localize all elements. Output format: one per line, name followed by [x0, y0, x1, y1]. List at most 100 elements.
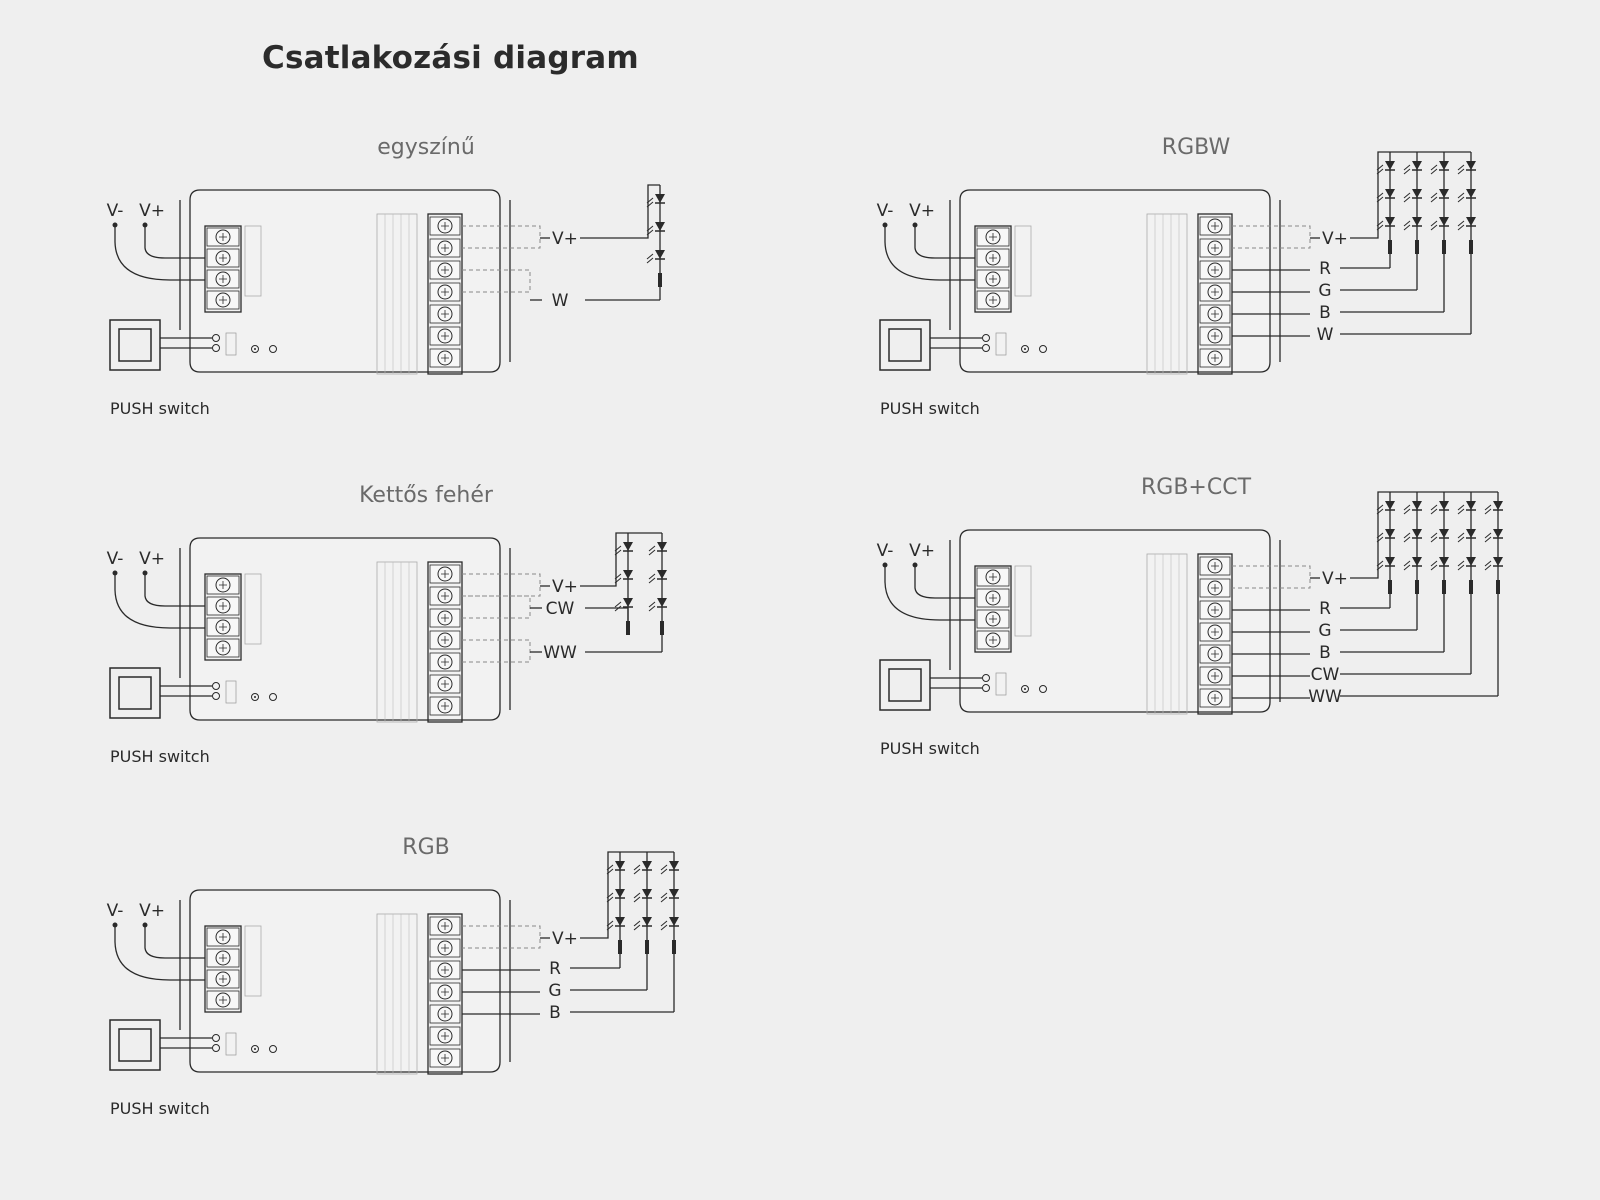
- diagram-title: RGB: [402, 835, 449, 860]
- output-label-strip: [1146, 213, 1188, 375]
- input-plus-label: V+: [909, 541, 935, 561]
- output-channel-ww: WW: [1232, 592, 1499, 707]
- push-switch: [109, 1019, 277, 1071]
- output-vplus-label: V+: [1322, 229, 1348, 249]
- output-terminal-block: [1197, 213, 1233, 375]
- output-label-cw: CW: [1311, 665, 1340, 685]
- input-minus-terminal: V-: [107, 201, 205, 281]
- output-vplus-label: V+: [552, 929, 578, 949]
- input-minus-label: V-: [877, 201, 894, 221]
- output-vplus-label: V+: [552, 577, 578, 597]
- push-switch: [879, 659, 1047, 711]
- output-terminal-block: [1197, 553, 1233, 715]
- led-icon: [1484, 557, 1503, 571]
- input-minus-terminal: V-: [877, 541, 975, 621]
- input-plus-label: V+: [139, 201, 165, 221]
- input-minus-terminal: V-: [877, 201, 975, 281]
- led-icon: [1376, 501, 1395, 515]
- led-icon: [1457, 161, 1476, 175]
- output-channel-g: G: [1232, 252, 1418, 301]
- input-terminal-block: [204, 225, 262, 313]
- controller-body: [179, 889, 511, 1073]
- diagram-title: RGBW: [1162, 135, 1231, 160]
- output-channel-b: B: [462, 952, 675, 1023]
- output-vplus-label: V+: [552, 229, 578, 249]
- output-label-r: R: [1319, 599, 1331, 619]
- controller-body: [179, 537, 511, 721]
- led-icon: [1484, 501, 1503, 515]
- led-icon: [633, 889, 652, 903]
- push-switch-label: PUSH switch: [110, 747, 210, 766]
- output-terminal-block: [427, 913, 463, 1075]
- led-icon: [1457, 529, 1476, 543]
- wiring-diagram: RGB V- V+ PUSH switch V+ RGB: [107, 835, 679, 1118]
- controller-body: [179, 189, 511, 373]
- led-strip: [1350, 491, 1503, 594]
- output-vplus: V+: [462, 925, 578, 949]
- led-icon: [1430, 557, 1449, 571]
- output-channel-g: G: [1232, 592, 1418, 641]
- output-label-strip: [376, 561, 418, 723]
- push-switch-label: PUSH switch: [110, 1099, 210, 1118]
- output-channel-g: G: [462, 952, 648, 1001]
- diagram-title: Kettős fehér: [359, 483, 494, 508]
- output-channel-r: R: [1232, 252, 1391, 279]
- led-icon: [614, 542, 633, 556]
- led-icon: [1457, 501, 1476, 515]
- output-terminal-block: [427, 213, 463, 375]
- output-vplus: V+: [1232, 225, 1348, 249]
- input-minus-label: V-: [107, 549, 124, 569]
- led-icon: [646, 222, 665, 236]
- input-plus-terminal: V+: [139, 549, 205, 607]
- led-icon: [633, 917, 652, 931]
- output-label-w: W: [1317, 325, 1334, 345]
- push-switch: [109, 319, 277, 371]
- input-plus-terminal: V+: [909, 541, 975, 599]
- led-icon: [648, 598, 667, 612]
- led-strip: [1350, 151, 1476, 254]
- led-icon: [1403, 557, 1422, 571]
- led-icon: [1457, 217, 1476, 231]
- output-channel-w: W: [462, 269, 661, 311]
- output-label-b: B: [1319, 303, 1331, 323]
- output-label-b: B: [549, 1003, 561, 1023]
- led-icon: [614, 570, 633, 584]
- input-terminal-block: [204, 573, 262, 661]
- output-label-r: R: [549, 959, 561, 979]
- led-icon: [646, 250, 665, 264]
- led-strip: [580, 851, 679, 954]
- led-icon: [606, 861, 625, 875]
- controller-body: [949, 189, 1281, 373]
- led-icon: [1376, 529, 1395, 543]
- output-label-strip: [376, 213, 418, 375]
- led-icon: [1376, 189, 1395, 203]
- output-vplus: V+: [462, 225, 578, 249]
- push-switch-label: PUSH switch: [110, 399, 210, 418]
- led-icon: [1430, 501, 1449, 515]
- output-channel-b: B: [1232, 252, 1445, 323]
- led-icon: [1376, 217, 1395, 231]
- led-icon: [1376, 557, 1395, 571]
- led-icon: [1403, 501, 1422, 515]
- output-label-g: G: [548, 981, 561, 1001]
- output-label-strip: [376, 913, 418, 1075]
- input-minus-label: V-: [107, 901, 124, 921]
- input-minus-label: V-: [877, 541, 894, 561]
- input-plus-terminal: V+: [139, 201, 205, 259]
- input-plus-terminal: V+: [139, 901, 205, 959]
- led-icon: [1376, 161, 1395, 175]
- led-icon: [648, 570, 667, 584]
- output-channel-w: W: [1232, 252, 1472, 345]
- output-channel-ww: WW: [462, 633, 663, 663]
- controller-body: [949, 529, 1281, 713]
- output-vplus: V+: [462, 573, 578, 597]
- led-icon: [660, 917, 679, 931]
- led-icon: [1403, 529, 1422, 543]
- output-channel-r: R: [1232, 592, 1391, 619]
